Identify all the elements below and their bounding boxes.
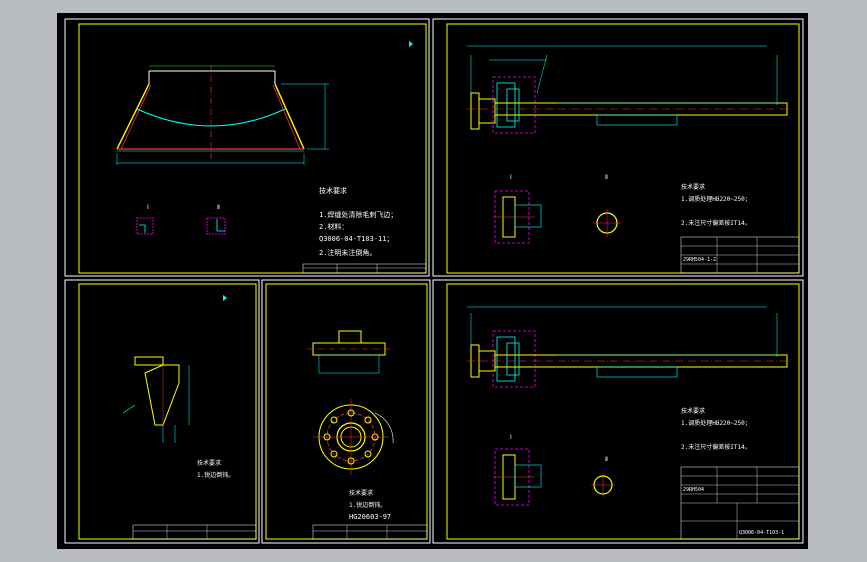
sheet2-code: 29RH504-1-2 <box>683 257 716 263</box>
sheet5-title-block: 29RH504 Q3006-04-T103-1 <box>680 466 800 540</box>
sheet4-note-title: 技术要求 <box>349 489 373 497</box>
sheet3-border <box>78 283 257 540</box>
cyan-arrow-icon <box>223 295 227 301</box>
section-marker-icon: Ⅱ <box>605 456 608 463</box>
sheet3-drawing <box>122 295 227 443</box>
sheet3-note-title: 技术要求 <box>197 459 221 467</box>
sheet2-drawing: Ⅰ Ⅱ <box>467 45 792 244</box>
sheet3-notes: 技术要求 1.锐边倒钝。 <box>197 459 234 479</box>
sheet1-drawing: Ⅰ Ⅱ <box>116 41 413 235</box>
sheet5-drawing: Ⅰ Ⅱ <box>467 306 792 506</box>
sheet1-title-block <box>302 263 427 274</box>
sheet1-note-1: 1.焊缝处清除毛刺飞边； <box>319 210 397 219</box>
sheet3-note-1: 1.锐边倒钝。 <box>197 471 234 479</box>
sheet1-note-title: 技术要求 <box>319 186 347 195</box>
sheet4-drawing <box>307 330 394 475</box>
sheet2-note-title: 技术要求 <box>681 183 705 191</box>
sheet1-notes: 技术要求 1.焊缝处清除毛刺飞边； 2.材料： Q3006-04-T103-11… <box>319 186 397 257</box>
section-marker-icon: Ⅱ <box>217 204 220 211</box>
sheet5-frame <box>432 279 804 544</box>
sheet4-standard-code: HG20603-97 <box>349 513 391 521</box>
sheet5-code: 29RH504 <box>683 487 704 493</box>
sheet2-note-2: 2.未注尺寸偏差按IT14。 <box>681 219 751 227</box>
sheet1-note-4: 2.注明未注倒角。 <box>319 248 376 257</box>
sheet2-notes: 技术要求 1.调质处理HB220~250； 2.未注尺寸偏差按IT14。 <box>681 183 751 227</box>
sheet4-title-block <box>312 524 428 540</box>
sheet3-frame <box>64 279 260 544</box>
sheet4-notes: 技术要求 1.锐边倒钝。 HG20603-97 <box>349 489 391 521</box>
sheet2-border <box>446 23 800 274</box>
sheet1-frame <box>64 18 430 277</box>
cyan-arrow-icon <box>409 41 413 47</box>
sheet2-note-1: 1.调质处理HB220~250； <box>681 195 751 203</box>
sheet4-frame <box>261 279 431 544</box>
sheet5-part-code: Q3006-04-T103-1 <box>739 530 784 536</box>
sheet5-note-1: 1.调质处理HB220~250； <box>681 419 751 427</box>
section-marker-icon: Ⅱ <box>605 174 608 181</box>
sheet4-note-1: 1.锐边倒钝。 <box>349 501 386 509</box>
sheet5-border <box>446 283 800 540</box>
sheet1-note-3: Q3006-04-T103-11； <box>319 235 393 243</box>
sheet5-note-2: 2.未注尺寸偏差按IT14。 <box>681 443 751 451</box>
sheet5-notes: 技术要求 1.调质处理HB220~250； 2.未注尺寸偏差按IT14。 <box>681 407 751 451</box>
section-marker-icon: Ⅰ <box>147 204 149 211</box>
drawing-svg: Ⅰ Ⅱ 技术要求 1.焊缝处清除毛刺飞边； 2.材料： Q3006-04-T10… <box>64 18 804 544</box>
sheet2-frame <box>432 18 804 277</box>
section-marker-icon: Ⅰ <box>510 434 512 441</box>
sheet3-title-block <box>132 524 257 540</box>
sheet1-border <box>78 23 427 274</box>
sheet2-title-block: 29RH504-1-2 <box>680 236 800 274</box>
sheet5-note-title: 技术要求 <box>681 407 705 415</box>
drawing-canvas[interactable]: Ⅰ Ⅱ 技术要求 1.焊缝处清除毛刺飞边； 2.材料： Q3006-04-T10… <box>57 13 808 549</box>
sheet4-border <box>265 283 428 540</box>
sheet1-note-2: 2.材料： <box>319 222 348 231</box>
section-marker-icon: Ⅰ <box>510 174 512 181</box>
